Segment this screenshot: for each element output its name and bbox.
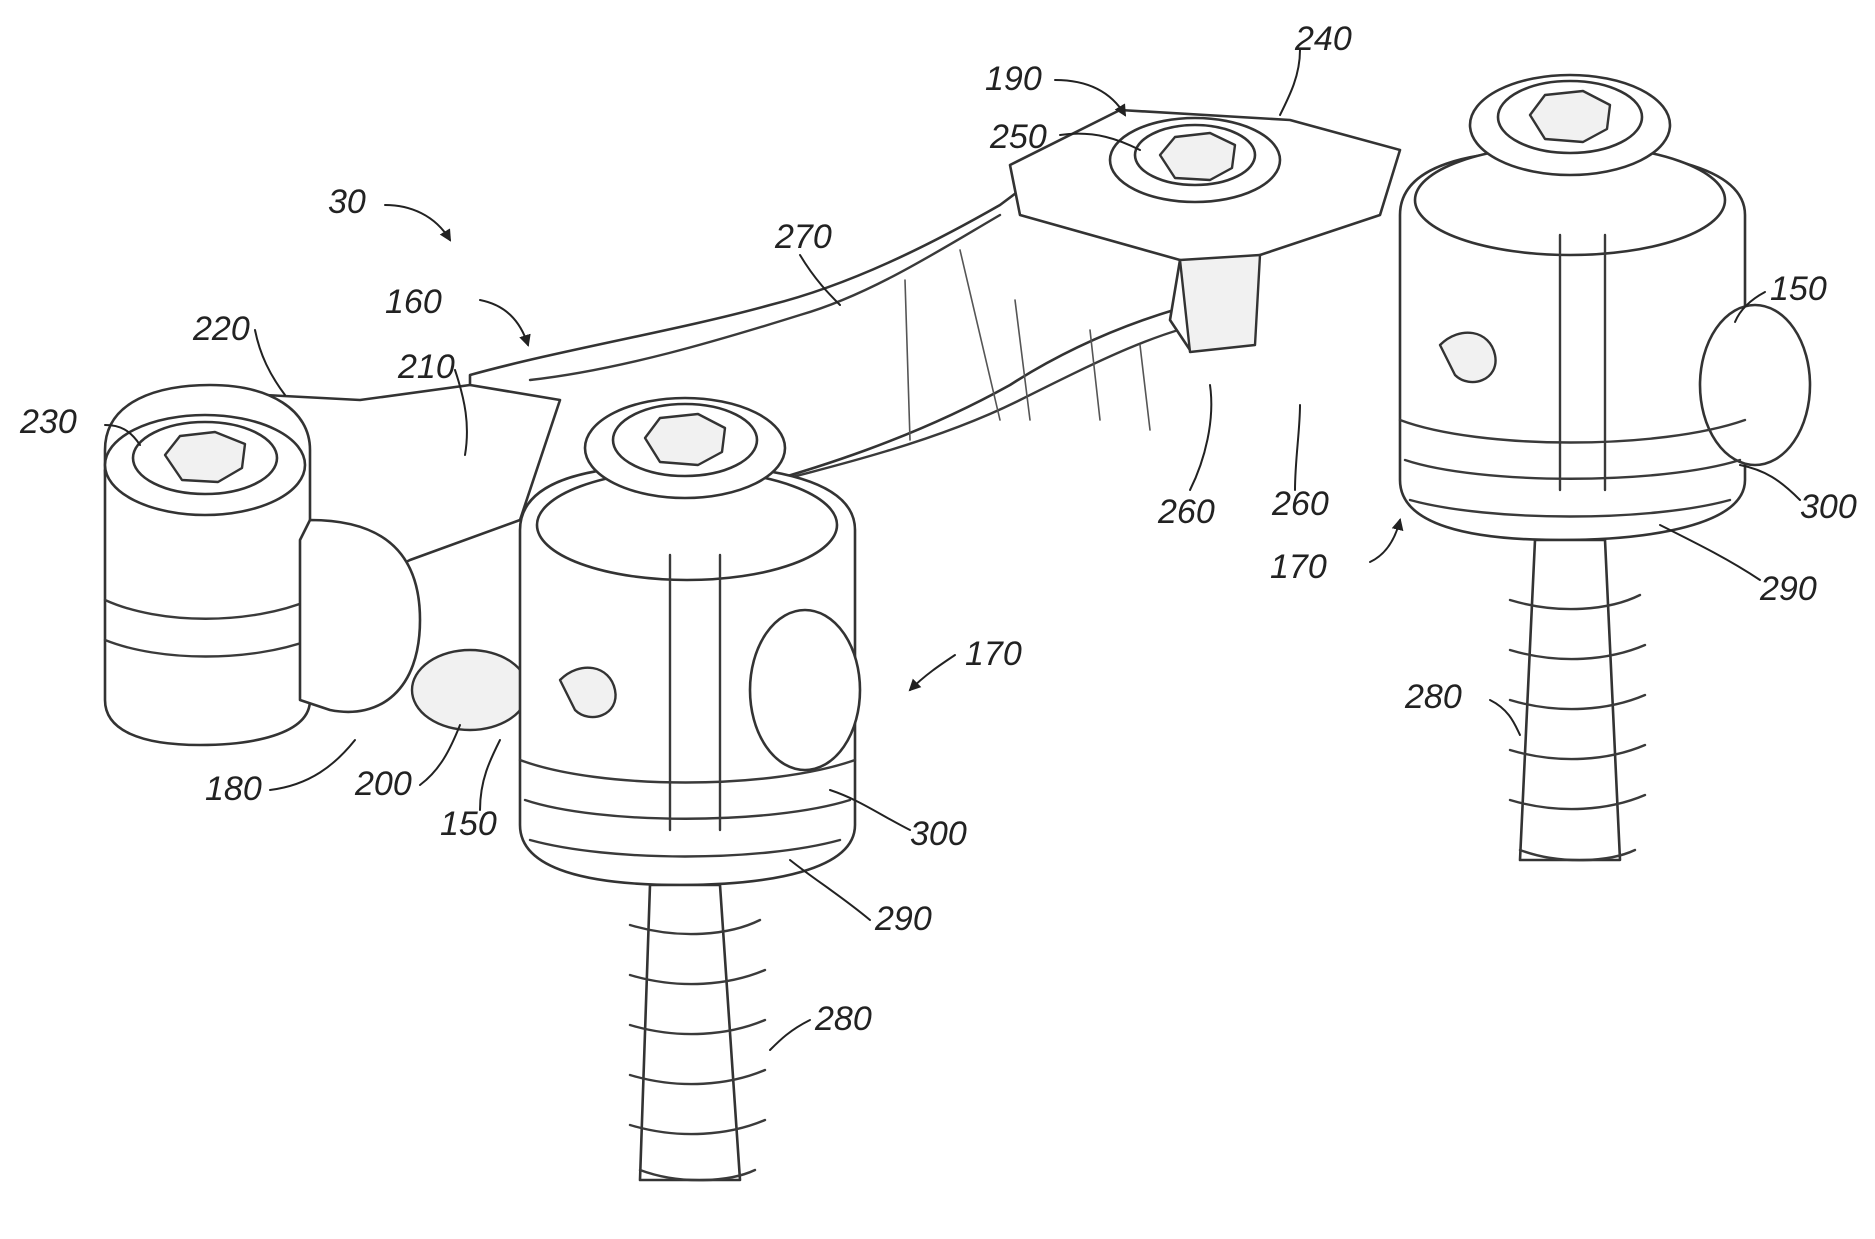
ref-label-220: 220	[192, 310, 250, 348]
right-screw-head	[1400, 75, 1810, 540]
ref-label-180: 180	[205, 770, 262, 808]
ref-label-290-center: 290	[874, 900, 932, 938]
center-screw-shaft	[630, 885, 765, 1180]
ref-label-290-right: 290	[1759, 570, 1817, 608]
ref-label-170-center: 170	[965, 635, 1022, 673]
ref-label-270: 270	[774, 218, 832, 256]
ref-label-210: 210	[397, 348, 455, 386]
ref-label-170-right: 170	[1270, 548, 1327, 586]
ref-label-230: 230	[19, 403, 77, 441]
ref-label-280-center: 280	[814, 1000, 872, 1038]
right-screw-shaft	[1510, 540, 1645, 860]
ref-label-240: 240	[1294, 20, 1352, 58]
ref-label-260-b: 260	[1271, 485, 1329, 523]
ref-label-280-right: 280	[1404, 678, 1462, 716]
ref-label-30: 30	[328, 183, 366, 221]
ref-label-160: 160	[385, 283, 442, 321]
ref-label-300-center: 300	[910, 815, 967, 853]
ref-label-150-center: 150	[440, 805, 497, 843]
ref-label-190: 190	[985, 60, 1042, 98]
left-clamp	[105, 385, 560, 745]
ref-label-300-right: 300	[1800, 488, 1857, 526]
ref-label-150-right: 150	[1770, 270, 1827, 308]
ref-label-250: 250	[989, 118, 1047, 156]
ref-label-200: 200	[354, 765, 412, 803]
ref-label-260-a: 260	[1157, 493, 1215, 531]
